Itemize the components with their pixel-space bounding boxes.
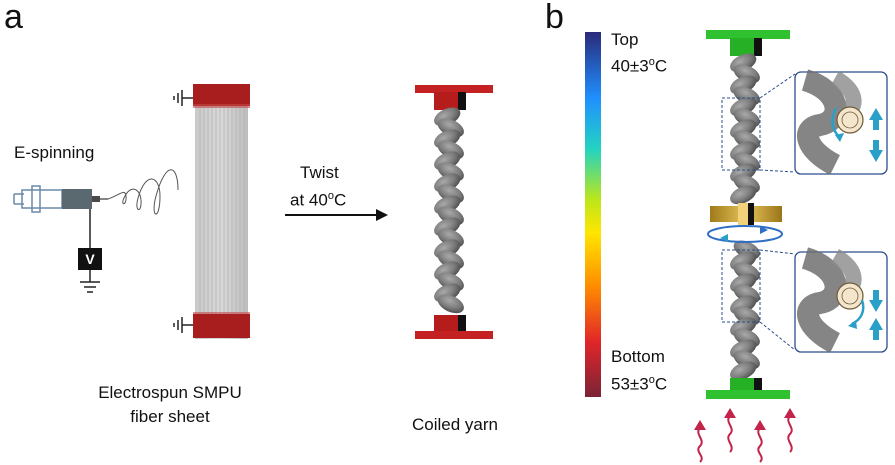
- twist-temp-label: at 40oC: [290, 186, 346, 211]
- panel-b-letter: b: [545, 0, 564, 36]
- yarn-caption: Coiled yarn: [412, 415, 498, 434]
- zoom-callout-top: [721, 69, 888, 175]
- syringe-icon: [13, 185, 108, 213]
- yarn-coil: [437, 294, 464, 314]
- coiled-yarn-b: [706, 30, 790, 399]
- espinning-label: E-spinning: [14, 143, 95, 162]
- bottom-temperature: 53±3oC: [611, 370, 667, 395]
- twist-label: Twist: [300, 163, 339, 182]
- panel-a-letter: a: [4, 0, 23, 36]
- heat-waves: [694, 408, 796, 463]
- twist-temp-value: at 40: [290, 190, 328, 210]
- coiled-yarn-a: [415, 85, 493, 339]
- top-temp-unit: C: [654, 56, 668, 76]
- bottom-temp-value: 53±3: [611, 374, 649, 394]
- ground-icon-top: [173, 90, 193, 106]
- bottom-temp-unit: C: [654, 374, 668, 394]
- yarn-coil: [730, 185, 757, 205]
- middle-clamp: [710, 203, 782, 225]
- rotation-ring: [707, 225, 783, 243]
- spinning-fiber: [107, 169, 179, 215]
- yarn-coil: [730, 361, 757, 381]
- bottom-label: Bottom: [611, 347, 665, 366]
- top-label: Top: [611, 30, 639, 49]
- sheet-caption-line1: Electrospun SMPU: [98, 383, 242, 402]
- top-temp-degree: o: [648, 56, 655, 68]
- top-temp-value: 40±3: [611, 56, 649, 76]
- fiber-sheet: [193, 84, 250, 339]
- ground-icon-bottom: [173, 317, 193, 333]
- voltage-label: V: [85, 251, 95, 267]
- voltage-source: [78, 209, 102, 293]
- bottom-temp-degree: o: [648, 374, 655, 386]
- twist-degree: o: [327, 190, 334, 202]
- zoom-callout-bottom: [721, 247, 888, 353]
- sheet-caption-line2: fiber sheet: [130, 407, 210, 426]
- twist-unit: C: [333, 190, 347, 210]
- twist-arrow: [285, 209, 388, 221]
- top-temperature: 40±3oC: [611, 52, 667, 77]
- temperature-colorbar: [585, 32, 601, 397]
